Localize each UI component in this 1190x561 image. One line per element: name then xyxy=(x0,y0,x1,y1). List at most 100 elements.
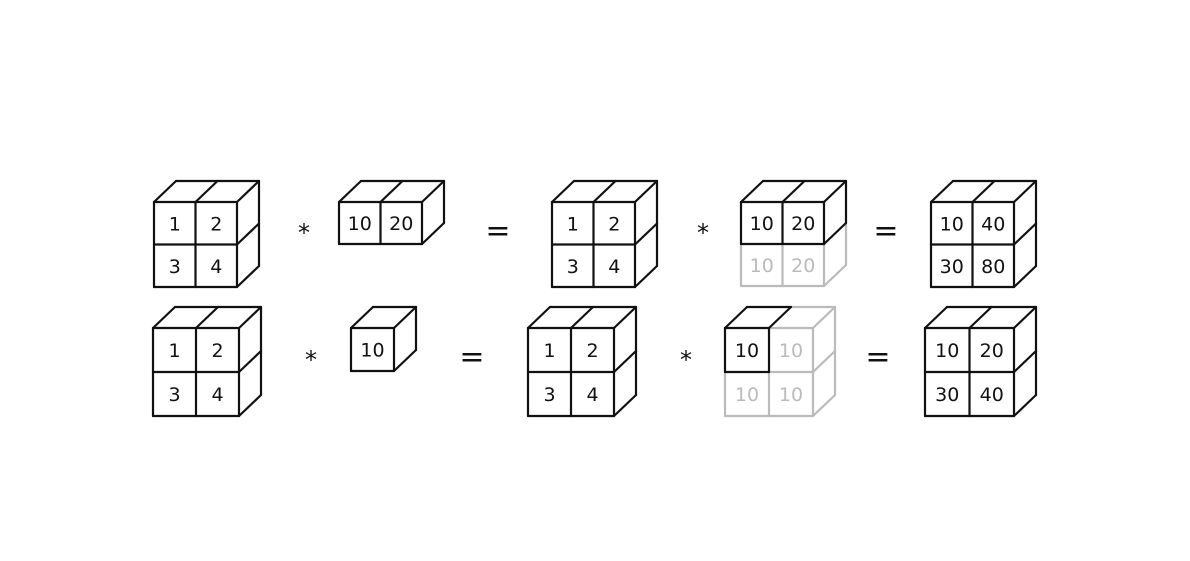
block-edge xyxy=(349,305,375,330)
matrix-cell: 4 xyxy=(210,256,222,278)
block-edge xyxy=(420,179,446,204)
broadcast-cell: 10 xyxy=(735,384,759,406)
matrix-cell: 4 xyxy=(586,384,598,406)
block-edge xyxy=(235,264,261,289)
matrix-cell: 40 xyxy=(980,384,1004,406)
matrix-cell: 30 xyxy=(935,384,959,406)
matrix-result: 10 20 30 40 xyxy=(923,305,1038,418)
broadcast-edge xyxy=(811,305,837,330)
matrix-cell: 10 xyxy=(940,213,964,235)
block-edge xyxy=(569,305,595,330)
block-edge xyxy=(822,221,848,246)
block-edge xyxy=(781,179,806,204)
block-edge xyxy=(392,305,418,330)
block-edge xyxy=(1012,222,1038,246)
matrix-cell: 3 xyxy=(168,384,180,406)
equals-operator: = xyxy=(459,340,484,375)
block-edge xyxy=(633,179,659,204)
matrix-cell: 10 xyxy=(935,340,959,362)
matrix-cell: 20 xyxy=(389,213,413,235)
block-edge xyxy=(550,179,576,204)
matrix-cell: 2 xyxy=(586,340,598,362)
block-edge xyxy=(592,179,617,204)
matrix-cell: 10 xyxy=(750,213,774,235)
multiply-operator: * xyxy=(298,219,310,247)
broadcast-edge xyxy=(811,349,837,374)
matrix-cell: 3 xyxy=(543,384,555,406)
block-edge xyxy=(237,349,263,374)
block-edge xyxy=(1012,264,1038,289)
matrix-cell: 10 xyxy=(360,340,384,362)
broadcast-cell: 20 xyxy=(791,255,815,277)
block-edge xyxy=(152,179,178,204)
matrix-cell: 20 xyxy=(980,340,1004,362)
broadcast-edge xyxy=(822,263,848,288)
equals-operator: = xyxy=(485,214,510,249)
matrix-cell: 3 xyxy=(567,256,579,278)
matrix-result: 10 40 30 80 xyxy=(929,179,1038,289)
matrix-cell: 80 xyxy=(981,256,1005,278)
block-edge xyxy=(235,222,261,246)
matrix-a-broadcast: 1 2 3 4 xyxy=(526,305,638,418)
block-edge xyxy=(612,393,638,418)
block-edge xyxy=(633,222,659,246)
block-edge xyxy=(194,305,220,330)
matrix-b: 10 20 xyxy=(337,179,446,246)
multiply-operator: * xyxy=(305,346,317,374)
broadcast-cell: 10 xyxy=(779,384,803,406)
block-edge xyxy=(235,179,261,204)
matrix-b: 10 xyxy=(349,305,418,373)
matrix-cell: 4 xyxy=(211,384,223,406)
block-edge xyxy=(971,179,996,204)
broadcast-cell: 10 xyxy=(779,340,803,362)
block-edge xyxy=(612,349,638,374)
block-edge xyxy=(1012,349,1038,374)
matrix-a-broadcast: 1 2 3 4 xyxy=(550,179,659,289)
matrix-cell: 2 xyxy=(211,340,223,362)
block-edge xyxy=(420,221,446,246)
block-edge xyxy=(739,179,765,204)
matrix-cell: 40 xyxy=(981,213,1005,235)
block-edge xyxy=(237,393,263,418)
block-edge xyxy=(379,179,404,204)
matrix-cell: 20 xyxy=(791,213,815,235)
matrix-cell: 30 xyxy=(940,256,964,278)
matrix-b-broadcast: 10 20 10 20 xyxy=(739,179,848,288)
block-edge xyxy=(237,305,263,330)
multiply-operator: * xyxy=(680,346,692,374)
block-edge xyxy=(392,348,418,373)
block-edge xyxy=(337,179,363,204)
multiply-operator: * xyxy=(697,219,709,247)
block-edge xyxy=(151,305,177,330)
block-edge xyxy=(923,305,949,330)
matrix-cell: 1 xyxy=(168,340,180,362)
equals-operator: = xyxy=(865,340,890,375)
matrix-cell: 2 xyxy=(210,213,222,235)
broadcast-edge xyxy=(811,393,837,418)
block-edge xyxy=(767,305,793,330)
block-edge xyxy=(968,305,993,330)
matrix-cell: 4 xyxy=(608,256,620,278)
block-edge xyxy=(929,179,955,204)
matrix-cell: 10 xyxy=(735,340,759,362)
matrix-b-broadcast: 10 10 10 10 xyxy=(723,305,837,418)
broadcast-cell: 10 xyxy=(750,255,774,277)
matrix-cell: 10 xyxy=(348,213,372,235)
block-edge xyxy=(1012,393,1038,418)
matrix-cell: 3 xyxy=(169,256,181,278)
block-edge xyxy=(633,264,659,289)
matrix-cell: 2 xyxy=(608,213,620,235)
block-edge xyxy=(1012,179,1038,204)
matrix-a: 1 2 3 4 xyxy=(151,305,263,418)
block-edge xyxy=(194,179,219,204)
block-edge xyxy=(723,305,749,330)
block-edge xyxy=(822,179,848,204)
matrix-cell: 1 xyxy=(567,213,579,235)
block-edge xyxy=(1012,305,1038,330)
block-edge xyxy=(612,305,638,330)
equals-operator: = xyxy=(873,214,898,249)
block-edge xyxy=(526,305,552,330)
matrix-cell: 1 xyxy=(543,340,555,362)
